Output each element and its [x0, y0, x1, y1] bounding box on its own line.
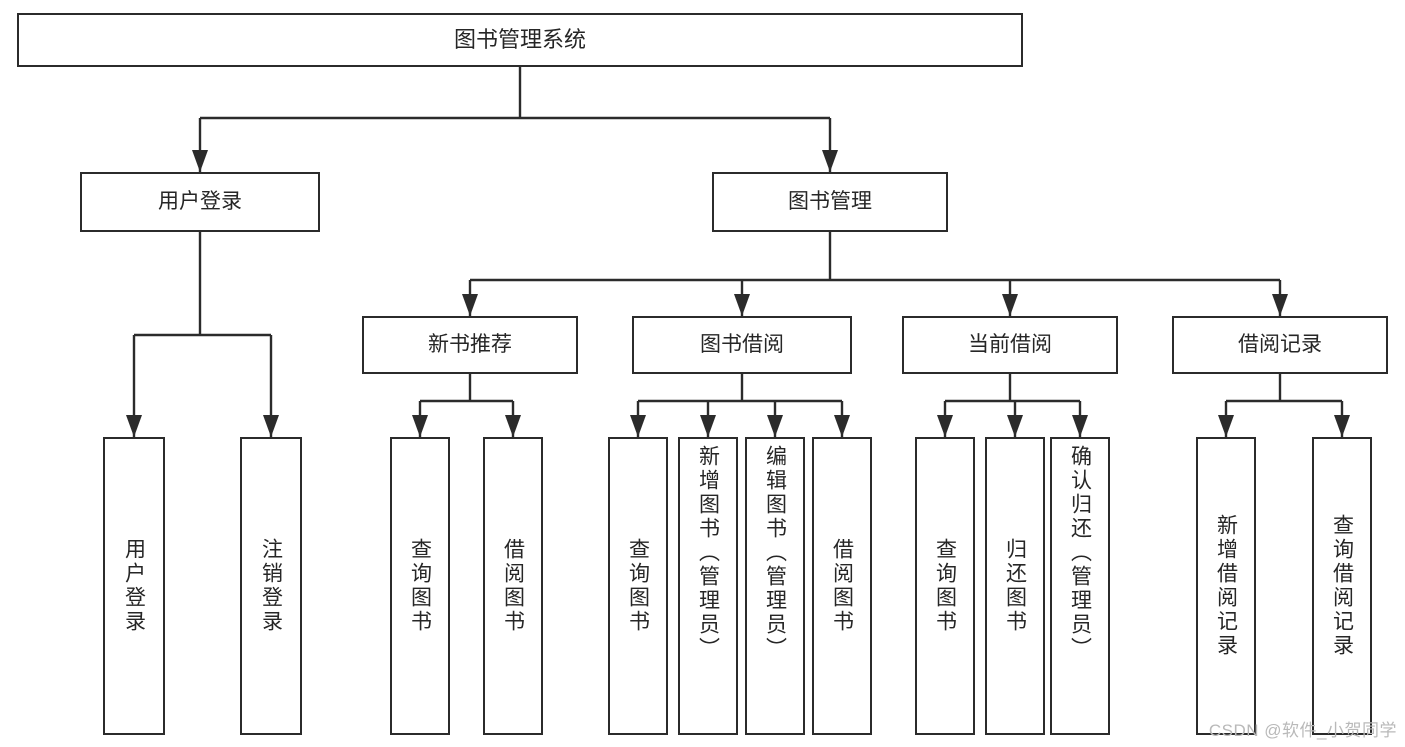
node-leaf-query-book-2[interactable]: 查询图书	[608, 437, 668, 735]
node-leaf-borrow-book-2[interactable]: 借阅图书	[812, 437, 872, 735]
connector-arrowhead	[505, 415, 521, 437]
node-label-leaf-user-login: 用户登录	[122, 538, 146, 634]
node-label-leaf-add-book: 新增图书（管理员）	[696, 445, 720, 661]
connector-arrowhead	[1218, 415, 1234, 437]
node-leaf-confirm-return[interactable]: 确认归还（管理员）	[1050, 437, 1110, 735]
connector-arrowhead	[767, 415, 783, 437]
connector-arrowhead	[1272, 294, 1288, 316]
node-label-book-manage: 图书管理	[788, 189, 872, 213]
node-root[interactable]: 图书管理系统	[17, 13, 1023, 67]
connector-arrowhead	[700, 415, 716, 437]
connector-arrowhead	[937, 415, 953, 437]
node-leaf-query-book-3[interactable]: 查询图书	[915, 437, 975, 735]
node-user-login[interactable]: 用户登录	[80, 172, 320, 232]
connector-arrowhead	[630, 415, 646, 437]
node-leaf-query-book-1[interactable]: 查询图书	[390, 437, 450, 735]
node-book-borrow[interactable]: 图书借阅	[632, 316, 852, 374]
connector-arrowhead	[1334, 415, 1350, 437]
node-label-leaf-borrow-book-2: 借阅图书	[830, 538, 854, 634]
node-label-root: 图书管理系统	[453, 27, 586, 53]
node-label-leaf-query-record: 查询借阅记录	[1330, 514, 1354, 658]
node-label-leaf-query-book-2: 查询图书	[626, 538, 650, 634]
node-label-leaf-confirm-return: 确认归还（管理员）	[1068, 445, 1092, 661]
connector-arrowhead	[822, 150, 838, 172]
connector-arrowhead	[1072, 415, 1088, 437]
node-leaf-query-record[interactable]: 查询借阅记录	[1312, 437, 1372, 735]
connector-arrowhead	[263, 415, 279, 437]
node-leaf-return-book[interactable]: 归还图书	[985, 437, 1045, 735]
node-label-leaf-query-book-3: 查询图书	[933, 538, 957, 634]
connector-arrowhead	[734, 294, 750, 316]
connector-arrowhead	[462, 294, 478, 316]
node-label-borrow-record: 借阅记录	[1238, 332, 1322, 356]
node-label-user-login: 用户登录	[158, 189, 242, 213]
node-label-leaf-add-record: 新增借阅记录	[1214, 514, 1238, 658]
node-leaf-add-record[interactable]: 新增借阅记录	[1196, 437, 1256, 735]
connector-arrowhead	[412, 415, 428, 437]
node-label-leaf-logout: 注销登录	[259, 538, 283, 634]
node-label-leaf-return-book: 归还图书	[1003, 538, 1027, 634]
node-label-book-borrow: 图书借阅	[700, 332, 784, 356]
node-label-new-book-rec: 新书推荐	[428, 332, 512, 356]
node-current-borrow[interactable]: 当前借阅	[902, 316, 1118, 374]
node-leaf-user-login[interactable]: 用户登录	[103, 437, 165, 735]
node-leaf-logout[interactable]: 注销登录	[240, 437, 302, 735]
node-leaf-edit-book[interactable]: 编辑图书（管理员）	[745, 437, 805, 735]
node-label-leaf-query-book-1: 查询图书	[408, 538, 432, 634]
node-book-manage[interactable]: 图书管理	[712, 172, 948, 232]
node-leaf-add-book[interactable]: 新增图书（管理员）	[678, 437, 738, 735]
connector-arrowhead	[1002, 294, 1018, 316]
connector-arrowhead	[834, 415, 850, 437]
node-borrow-record[interactable]: 借阅记录	[1172, 316, 1388, 374]
connector-arrowhead	[192, 150, 208, 172]
node-new-book-rec[interactable]: 新书推荐	[362, 316, 578, 374]
node-label-leaf-borrow-book-1: 借阅图书	[501, 538, 525, 634]
watermark-text: CSDN @软件_小贺同学	[1208, 721, 1397, 740]
node-label-leaf-edit-book: 编辑图书（管理员）	[763, 445, 787, 661]
node-label-current-borrow: 当前借阅	[968, 332, 1052, 356]
connector-arrowhead	[126, 415, 142, 437]
node-leaf-borrow-book-1[interactable]: 借阅图书	[483, 437, 543, 735]
connector-arrowhead	[1007, 415, 1023, 437]
